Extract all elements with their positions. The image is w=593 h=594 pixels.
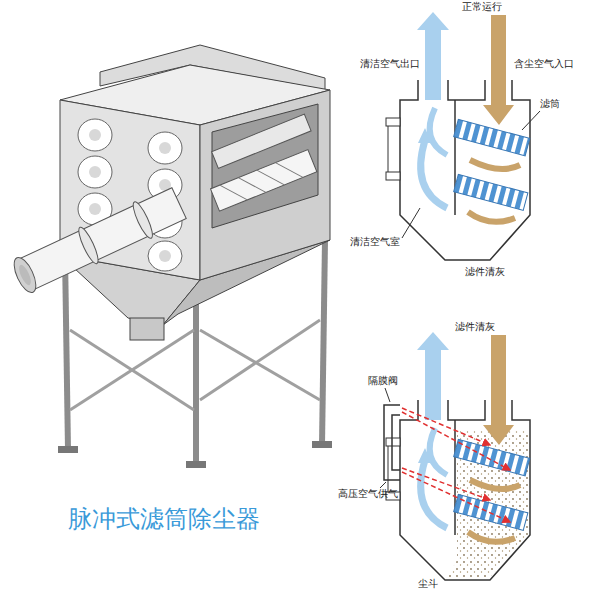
panel-heading: 正常运行 [462, 1, 502, 13]
chamber-label: 清洁空气室 [350, 236, 400, 248]
panel-heading: 滤件清灰 [455, 321, 495, 333]
supply-label: 高压空气供气 [338, 488, 398, 500]
valve-label: 隔膜阀 [368, 375, 398, 387]
panel-heading: 滤件清灰 [465, 266, 505, 278]
outlet-label: 清洁空气出口 [360, 58, 420, 70]
filter-label: 滤筒 [540, 98, 560, 110]
caption: 脉冲式滤筒除尘器 [68, 505, 260, 533]
inlet-label: 含尘空气入口 [514, 58, 574, 70]
hopper-label: 尘斗 [418, 578, 438, 590]
